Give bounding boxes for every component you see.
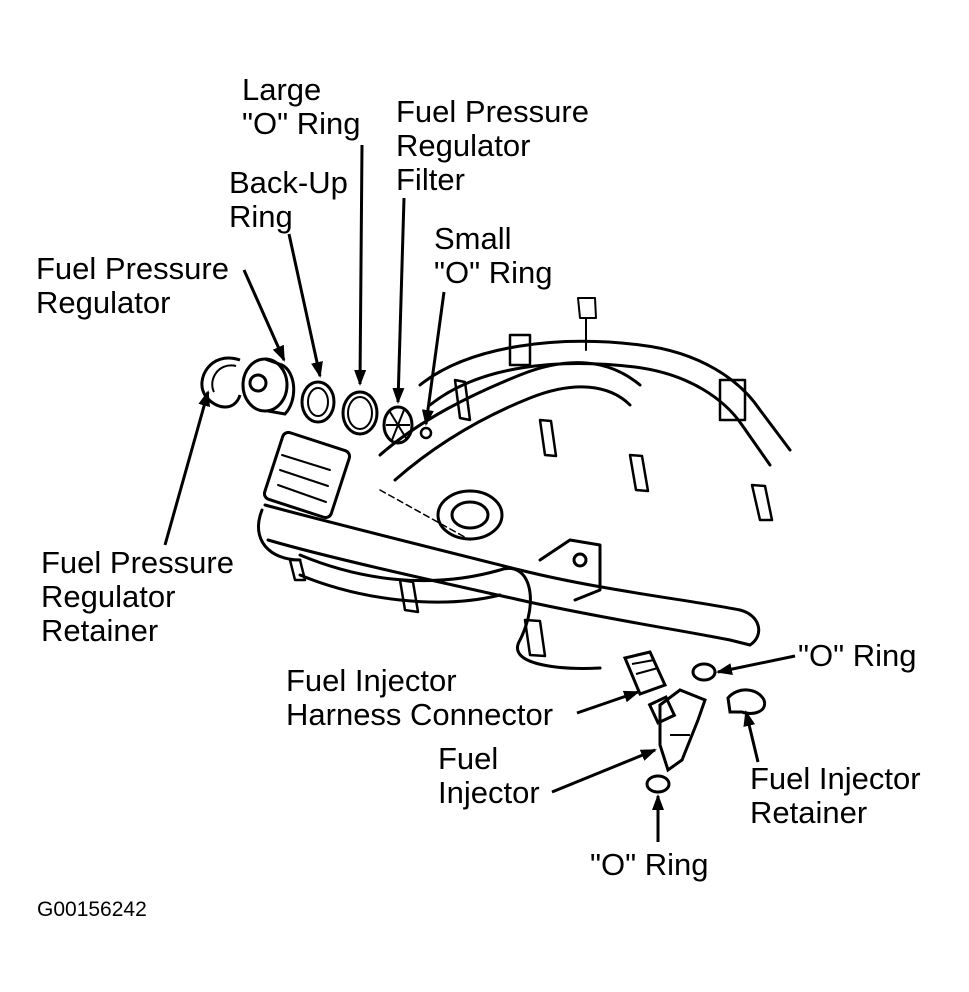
large-o-ring-part [341, 390, 379, 436]
regulator-retainer-clip [200, 356, 242, 409]
label-fuel-injector-harness-connector: Fuel Injector Harness Connector [286, 663, 554, 732]
small-o-ring-part [419, 426, 433, 440]
injector-harness-connector-part [622, 650, 668, 696]
fuel-rail-assembly [256, 297, 792, 670]
injector-top-o-ring-part [691, 662, 717, 682]
label-small-o-ring: Small "O" Ring [434, 221, 553, 290]
label-fuel-pressure-regulator-retainer: Fuel Pressure Regulator Retainer [41, 545, 234, 648]
fuel-injector-part [647, 688, 707, 773]
label-fuel-injector: Fuel Injector [438, 741, 540, 810]
label-fuel-pressure-regulator-filter: Fuel Pressure Regulator Filter [396, 94, 589, 197]
leader-arrows [163, 144, 796, 842]
label-large-o-ring: Large "O" Ring [242, 72, 361, 141]
back-up-ring-part [300, 380, 336, 424]
label-o-ring-right: "O" Ring [798, 638, 917, 673]
figure-code: G00156242 [37, 898, 147, 921]
label-fuel-pressure-regulator: Fuel Pressure Regulator [36, 251, 229, 320]
label-back-up-ring: Back-Up Ring [229, 165, 348, 234]
fuel-pressure-regulator-part [241, 357, 296, 416]
label-fuel-injector-retainer: Fuel Injector Retainer [750, 761, 921, 830]
injector-retainer-part [726, 688, 767, 715]
injector-bottom-o-ring-part [645, 774, 671, 794]
regulator-filter-part [382, 405, 414, 445]
label-o-ring-bottom: "O" Ring [590, 847, 709, 882]
